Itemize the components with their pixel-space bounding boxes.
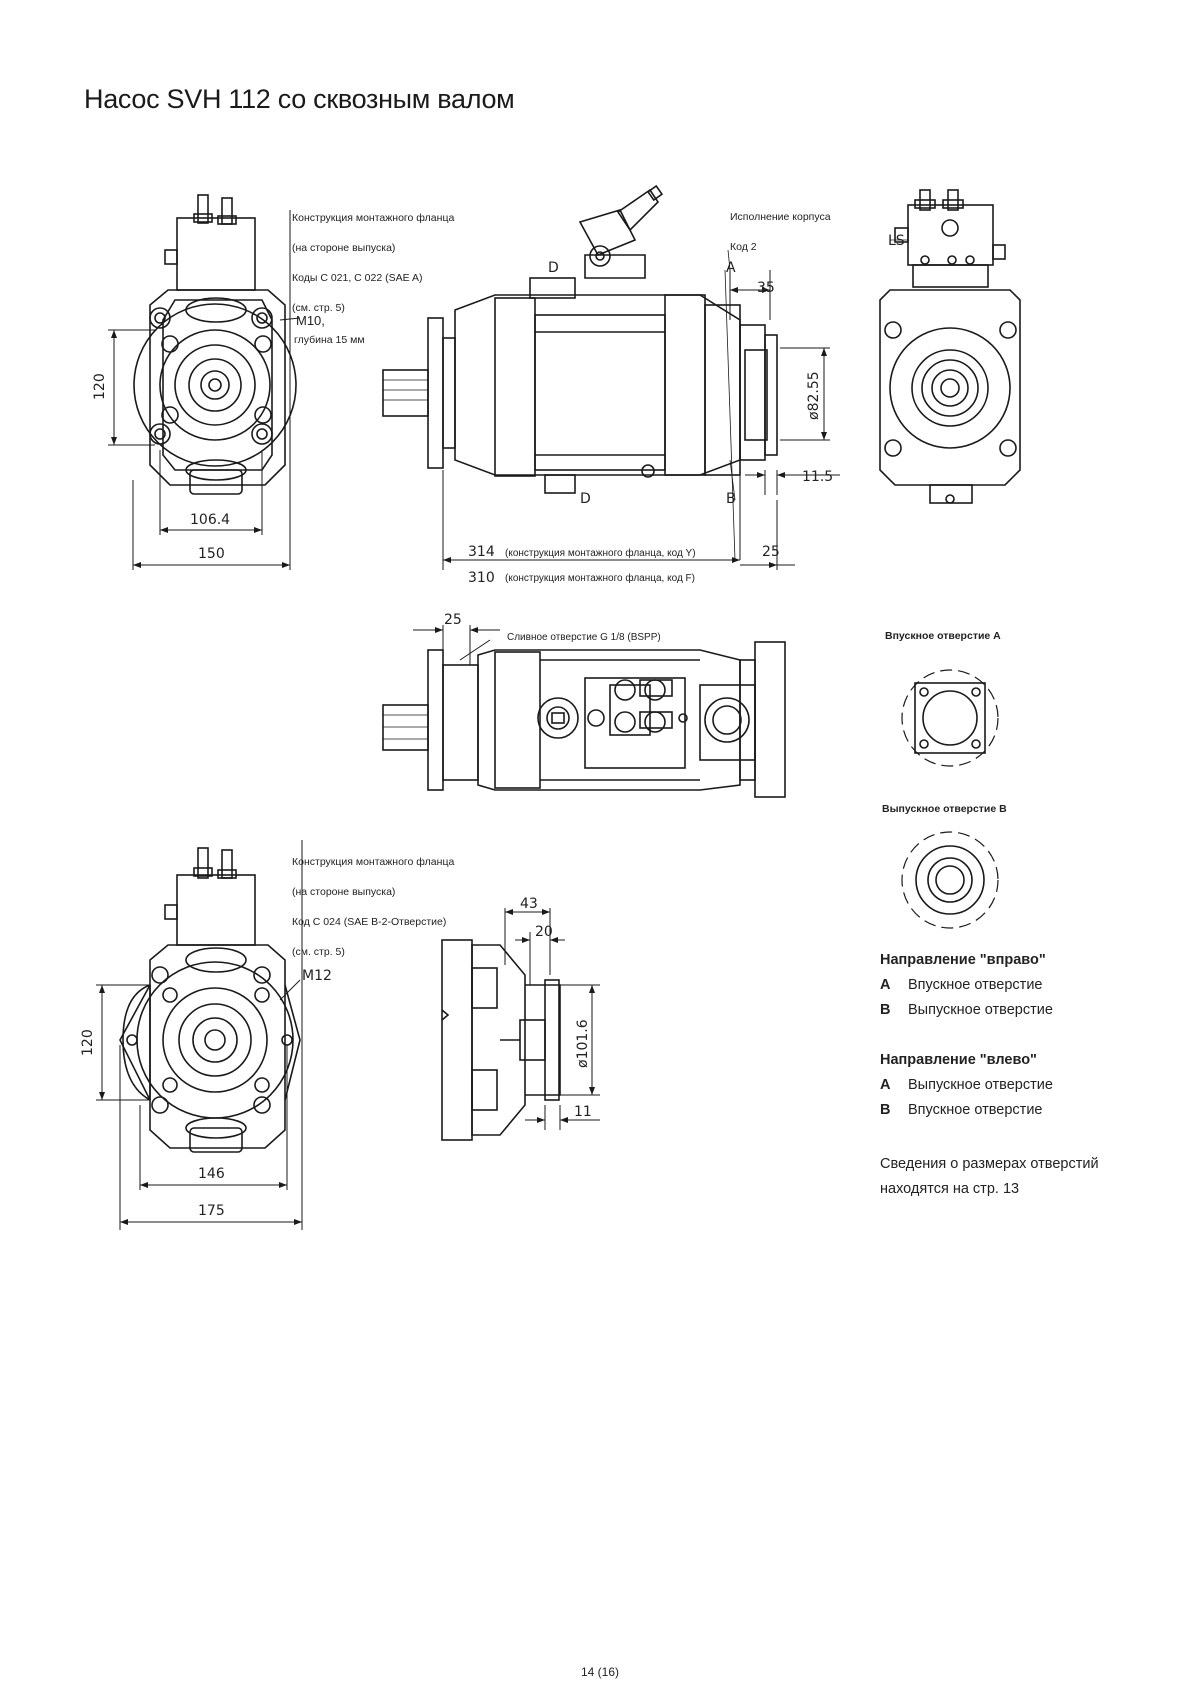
- footer-note-line1: Сведения о размерах отверстий: [880, 1156, 1099, 1172]
- note-flange-bottom-line4: (см. стр. 5): [292, 946, 345, 958]
- note-flange-top-line1: Конструкция монтажного фланца: [292, 212, 455, 224]
- port-b-label: Выпускное отверстие B: [882, 803, 1007, 815]
- dim-101-6: ø101.6: [575, 1019, 591, 1068]
- front-view-bottom-left: 120 146 175 M12: [80, 840, 332, 1230]
- legend-left-title: Направление "влево": [880, 1052, 1037, 1068]
- label-ls: LS: [888, 233, 905, 249]
- dim-310-note: (конструкция монтажного фланца, код F): [505, 572, 695, 584]
- legend-right-value-b: Выпускное отверстие: [908, 1002, 1053, 1018]
- top-view-middle: 25 Сливное отверстие G 1/8 (BSPP): [382, 612, 786, 798]
- page-title: Насос SVH 112 со сквозным валом: [84, 84, 515, 114]
- legend-right-row: B Выпускное отверстие: [880, 1002, 1053, 1018]
- dim-20: 20: [535, 924, 553, 940]
- legend-right-row: A Впускное отверстие: [880, 977, 1053, 993]
- legend-right-title: Направление "вправо": [880, 952, 1046, 968]
- dim-43: 43: [520, 896, 538, 912]
- note-flange-top-line4: (см. стр. 5): [292, 302, 345, 314]
- dim-25-top: 25: [444, 612, 462, 628]
- dim-82-55: ø82.55: [806, 371, 822, 420]
- dim-35: 35: [757, 280, 775, 296]
- legend-left: Направление "влево" A Выпускное отверстие…: [880, 1052, 1053, 1127]
- drain-note: Сливное отверстие G 1/8 (BSPP): [507, 632, 661, 643]
- page-number: 14 (16): [580, 1665, 620, 1679]
- dim-m12: M12: [302, 968, 332, 984]
- flange-detail-bottom: 43 20 ø101.6 11: [441, 896, 600, 1141]
- dim-150: 150: [198, 546, 225, 562]
- note-housing-line2: Код 2: [730, 241, 757, 253]
- dim-314: 314: [468, 544, 495, 560]
- note-m10-depth: глубина 15 мм: [294, 318, 365, 363]
- note-flange-bottom: Конструкция монтажного фланца (на сторон…: [292, 840, 454, 975]
- dim-314-note: (конструкция монтажного фланца, код Y): [505, 547, 696, 559]
- label-a: A: [726, 260, 736, 276]
- dim-106-4: 106.4: [190, 512, 230, 528]
- port-b-detail: [901, 831, 999, 929]
- note-m10: M10,: [296, 298, 325, 343]
- note-flange-bottom-line3: Код C 024 (SAE B-2-Отверстие): [292, 916, 447, 928]
- note-housing-line1: Исполнение корпуса: [730, 211, 831, 223]
- legend-left-row: A Выпускное отверстие: [880, 1077, 1053, 1093]
- label-d-bottom: D: [580, 491, 591, 507]
- legend-right-key-b: B: [880, 1002, 891, 1018]
- legend-left-row: B Впускное отверстие: [880, 1102, 1053, 1118]
- legend-left-value-b: Впускное отверстие: [908, 1102, 1043, 1118]
- footer-note-line2: находятся на стр. 13: [880, 1181, 1020, 1197]
- dim-310: 310: [468, 570, 495, 586]
- dim-25-side: 25: [762, 544, 780, 560]
- note-m10-line1: M10,: [296, 313, 325, 328]
- dim-120-top: 120: [92, 373, 108, 400]
- dim-11: 11: [574, 1104, 592, 1120]
- note-m10-line2: глубина 15 мм: [294, 334, 365, 346]
- legend-left-value-a: Выпускное отверстие: [908, 1077, 1053, 1093]
- note-flange-bottom-line1: Конструкция монтажного фланца: [292, 856, 455, 868]
- legend-right-key-a: A: [880, 977, 891, 993]
- footer-note: Сведения о размерах отверстий находятся …: [880, 1152, 1099, 1202]
- dim-175: 175: [198, 1203, 225, 1219]
- label-d-top: D: [548, 260, 559, 276]
- dim-11-5: 11.5: [802, 469, 833, 485]
- note-flange-top-line2: (на стороне выпуска): [292, 242, 396, 254]
- note-flange-top: Конструкция монтажного фланца (на сторон…: [292, 196, 454, 331]
- legend-left-key-b: B: [880, 1102, 891, 1118]
- side-view-top: 35 ø82.55 11.5 314 (конструкция монтажно…: [382, 184, 840, 586]
- legend-left-key-a: A: [880, 1077, 891, 1093]
- port-a-detail: [901, 669, 999, 767]
- front-view-top-left: 120 106.4 150: [92, 194, 301, 570]
- dim-120-bottom: 120: [80, 1029, 96, 1056]
- port-a-label: Впускное отверстие A: [885, 630, 1001, 642]
- legend-right: Направление "вправо" A Впускное отверстие…: [880, 952, 1053, 1027]
- rear-view-top-right: LS: [879, 189, 1021, 504]
- legend-right-value-a: Впускное отверстие: [908, 977, 1043, 993]
- dim-146: 146: [198, 1166, 225, 1182]
- label-b: B: [726, 491, 736, 507]
- note-flange-bottom-line2: (на стороне выпуска): [292, 886, 396, 898]
- note-flange-top-line3: Коды C 021, C 022 (SAE A): [292, 272, 423, 284]
- note-housing: Исполнение корпуса Код 2: [730, 195, 831, 270]
